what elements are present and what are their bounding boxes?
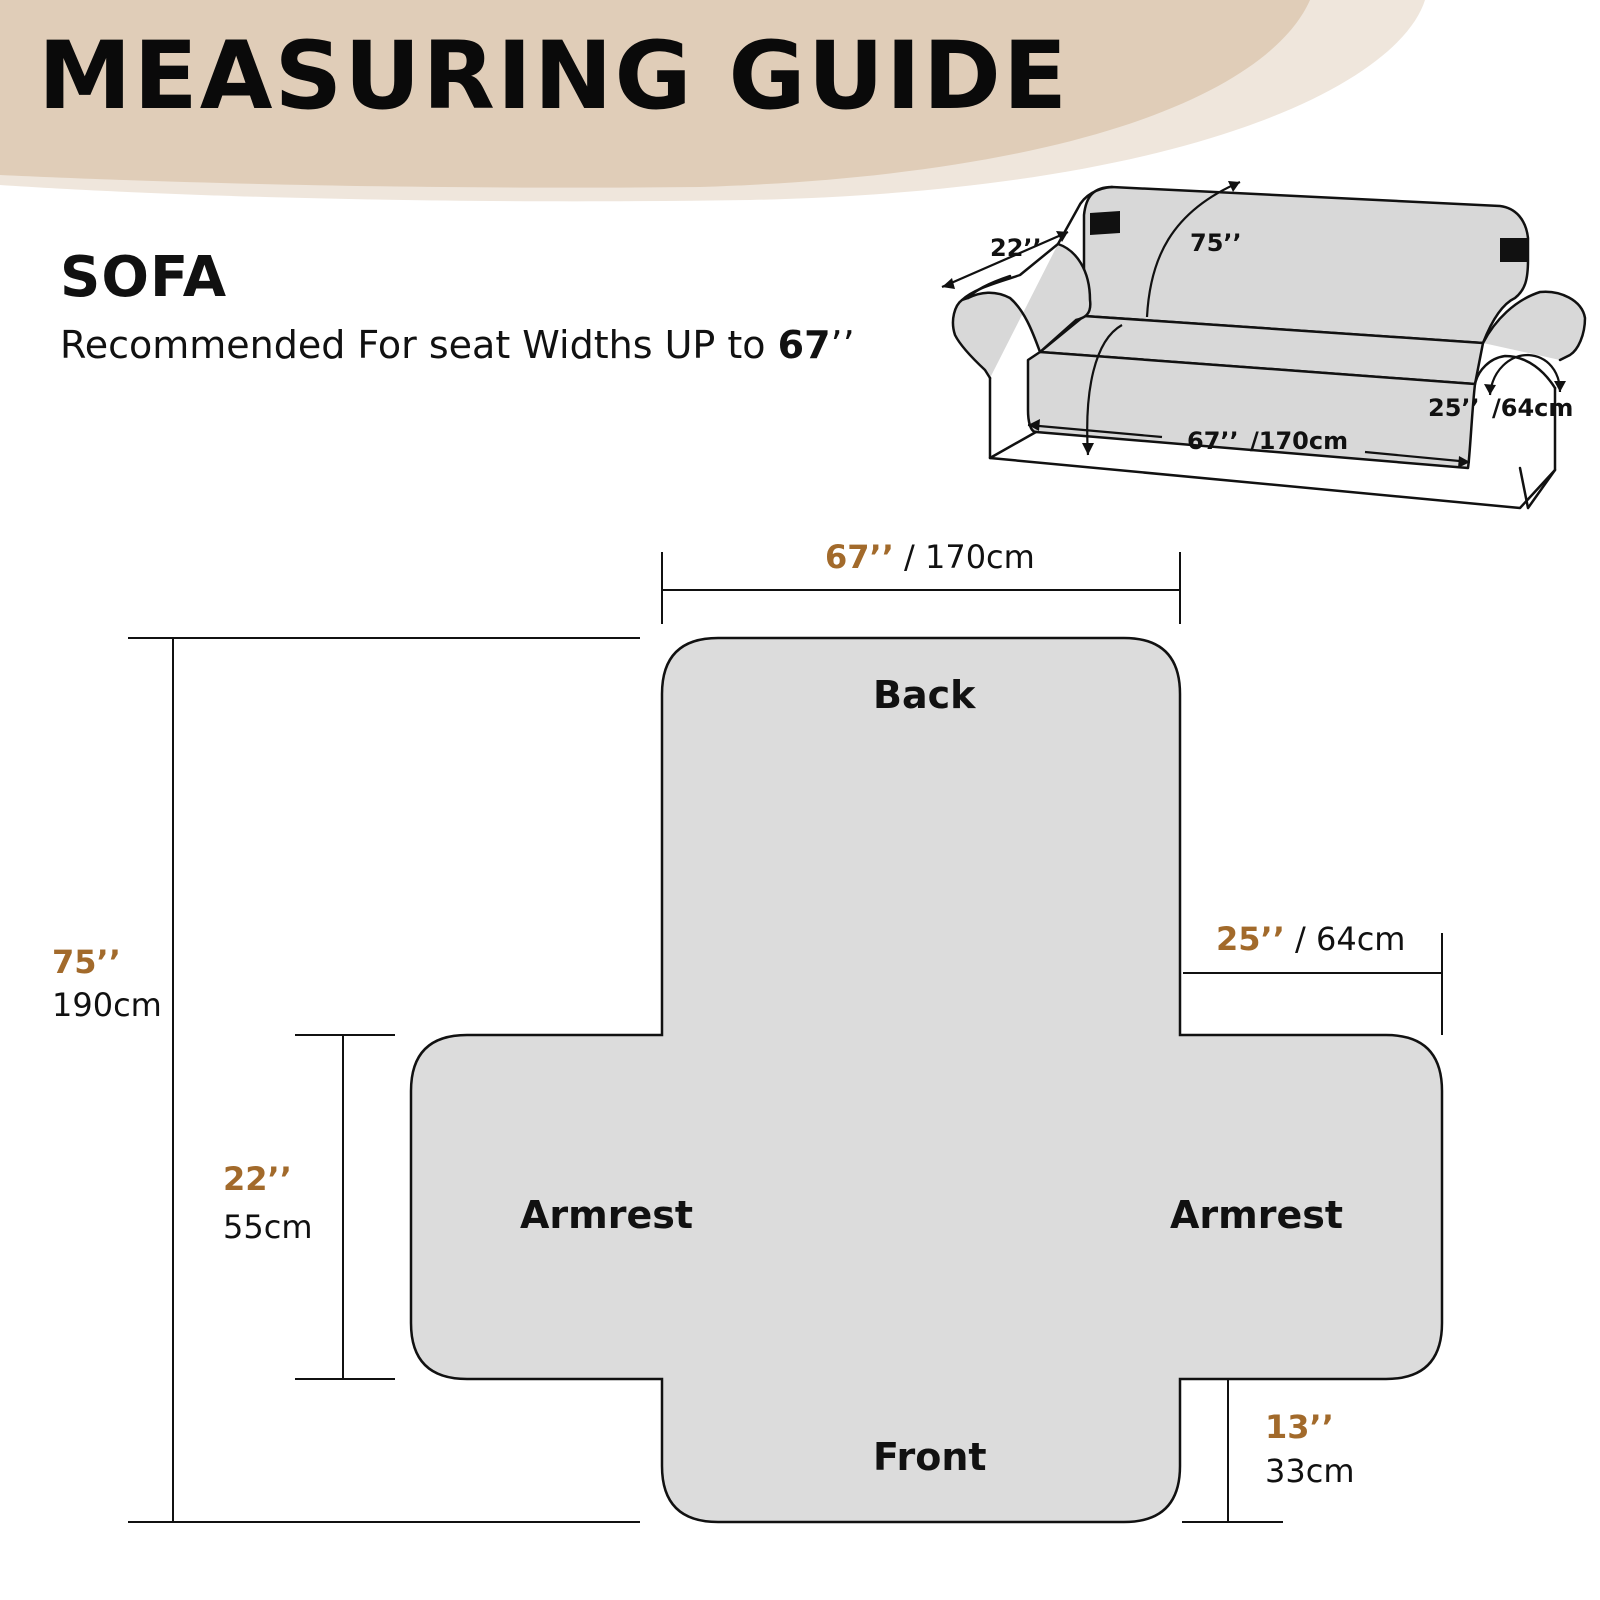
recommendation-text: Recommended For seat Widths UP to 67’’ bbox=[60, 326, 855, 364]
back-label: Back bbox=[873, 673, 976, 717]
page-title: MEASURING GUIDE bbox=[38, 22, 1070, 131]
total-length-cm: 190cm bbox=[52, 986, 162, 1024]
width-cm-value: 170 bbox=[924, 538, 987, 576]
front-label: Front bbox=[873, 1435, 987, 1479]
armrest-width-dimension-label: 25’’ / 64cm bbox=[1216, 923, 1405, 955]
armrest-width-cm-unit: cm bbox=[1356, 920, 1406, 958]
armrest-length-inches: 22’’ bbox=[223, 1160, 292, 1198]
sofa-back-height-label: 75’’ bbox=[1190, 229, 1242, 257]
armrest-left-label: Armrest bbox=[520, 1193, 694, 1237]
armrest-width-separator: / bbox=[1295, 920, 1306, 958]
width-cm-unit: cm bbox=[986, 538, 1035, 576]
cover-pattern-shape bbox=[409, 636, 1444, 1524]
width-inches: 67’’ bbox=[825, 538, 894, 576]
armrest-width-cm-value: 64 bbox=[1315, 920, 1357, 958]
recommendation-prefix: Recommended For seat Widths UP to bbox=[60, 323, 766, 367]
recommendation-unit: ’’ bbox=[830, 323, 855, 367]
sofa-seat-width-label: 67’’ bbox=[1187, 427, 1239, 455]
front-flap-cm: 33cm bbox=[1265, 1452, 1355, 1490]
width-dimension-label: 67’’ / 170cm bbox=[825, 541, 1035, 573]
recommendation-value: 67 bbox=[777, 323, 831, 367]
sofa-seat-width-cm-label: /170cm bbox=[1250, 427, 1349, 455]
total-length-inches: 75’’ bbox=[52, 943, 121, 981]
sofa-armrest-depth-label: 22’’ bbox=[990, 234, 1042, 262]
armrest-right-label: Armrest bbox=[1170, 1193, 1344, 1237]
width-separator: / bbox=[904, 538, 915, 576]
product-name: SOFA bbox=[60, 245, 228, 310]
sofa-arm-height-cm-label: /64cm bbox=[1492, 394, 1574, 422]
armrest-width-inches: 25’’ bbox=[1216, 920, 1285, 958]
front-flap-inches: 13’’ bbox=[1265, 1408, 1334, 1446]
armrest-length-cm: 55cm bbox=[223, 1208, 313, 1246]
sofa-arm-height-label: 25’’ bbox=[1428, 394, 1480, 422]
